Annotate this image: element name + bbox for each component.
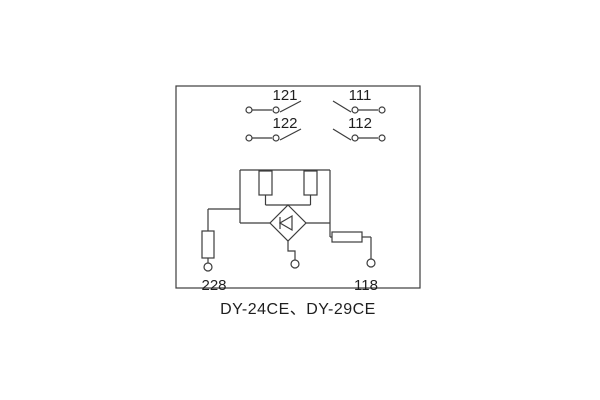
diode-triangle	[278, 214, 293, 232]
terminal-118	[366, 258, 376, 268]
resistor-118	[331, 231, 363, 243]
diode-icon	[278, 214, 293, 232]
contact-point	[272, 134, 280, 142]
contact-blade	[332, 100, 352, 113]
terminal-label-111: 111	[349, 87, 372, 104]
contact-symbol-122	[245, 128, 302, 142]
contact-point	[351, 106, 359, 114]
coil-resistor-2	[303, 170, 318, 196]
contact-point	[272, 106, 280, 114]
contact-blade	[279, 128, 302, 141]
wire	[287, 241, 296, 260]
terminal-label-228: 228	[201, 277, 226, 294]
terminal-label-121: 121	[272, 87, 297, 104]
contact-point	[245, 134, 253, 142]
contact-point	[378, 134, 386, 142]
contact-blade	[279, 100, 302, 113]
resistor-228	[201, 230, 215, 259]
terminal-228	[203, 262, 213, 272]
coil-resistor-1	[258, 170, 273, 196]
contact-row-1: 121 111	[245, 87, 386, 114]
caption: DY-24CE、DY-29CE	[220, 301, 376, 318]
bridge-rectifier-symbol	[269, 204, 307, 242]
terminal-label-112: 112	[348, 115, 372, 132]
contact-point	[378, 106, 386, 114]
terminal-label-118: 118	[354, 277, 378, 294]
terminal-middle	[290, 259, 300, 269]
contact-row-2: 122 112	[245, 115, 386, 142]
inner-circuit	[201, 169, 376, 272]
schematic-border	[175, 85, 421, 289]
contact-symbol-111	[332, 100, 386, 114]
contact-symbol-121	[245, 100, 302, 114]
terminal-label-122: 122	[272, 115, 297, 132]
contact-point	[245, 106, 253, 114]
contact-point	[351, 134, 359, 142]
contact-blade	[332, 128, 352, 141]
contact-symbol-112	[332, 128, 386, 142]
